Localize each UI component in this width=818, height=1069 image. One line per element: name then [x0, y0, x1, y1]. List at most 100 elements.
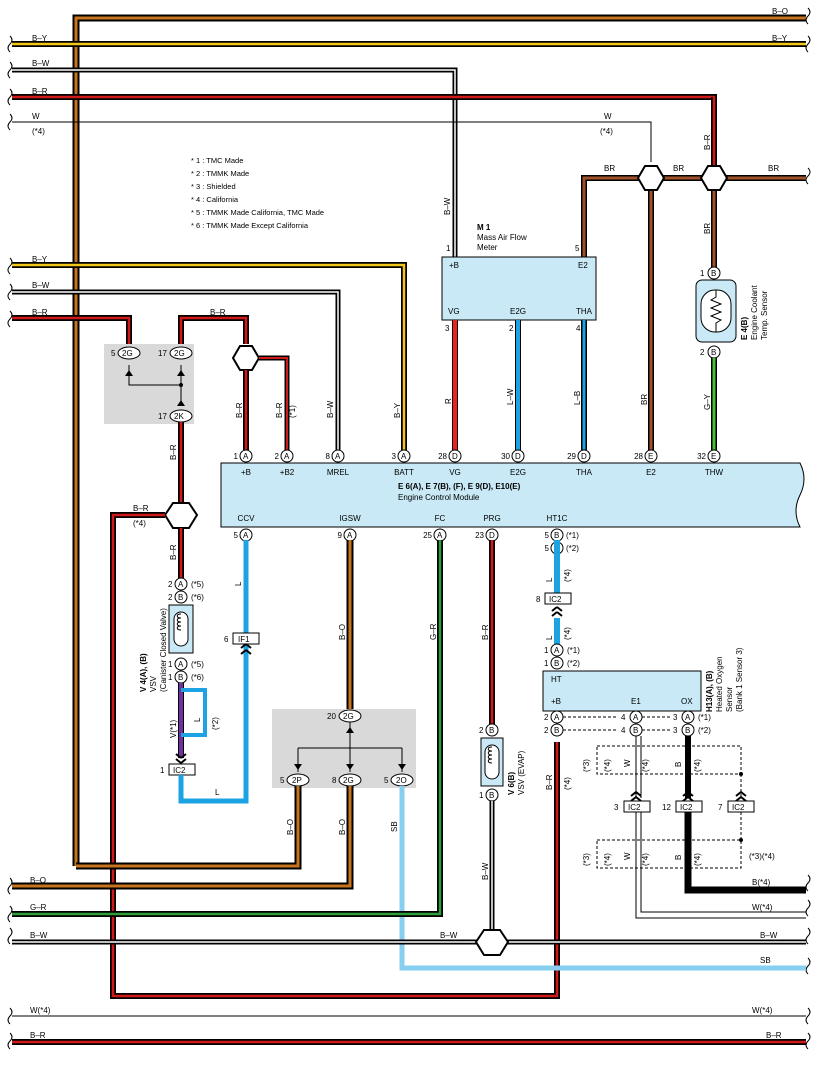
wire-label-bw-mrel: B–W	[326, 400, 335, 418]
svg-text:4: 4	[621, 726, 626, 735]
note-6: * 6 : TMMK Made Except California	[191, 221, 309, 230]
svg-text:IGSW: IGSW	[339, 514, 361, 523]
wire-label-l-bottom: L	[215, 788, 220, 797]
svg-text:B: B	[674, 855, 683, 860]
wire-label-bo-igsw: B–O	[338, 624, 347, 640]
wire-label-br-e2: BR	[640, 394, 649, 405]
svg-text:B: B	[554, 726, 559, 735]
hos-name-2: Sensor	[725, 686, 734, 712]
bus-label-bw-mid: B–W	[32, 281, 50, 290]
wire-label-by-batt: B–Y	[393, 402, 402, 418]
svg-text:8: 8	[326, 452, 331, 461]
svg-text:B: B	[685, 726, 690, 735]
hos-box	[542, 670, 702, 712]
svg-text:2: 2	[479, 726, 484, 735]
svg-text:2: 2	[275, 452, 280, 461]
svg-text:A: A	[437, 531, 443, 540]
svg-text:CCV: CCV	[238, 514, 256, 523]
wire-label-br-1: BR	[604, 164, 615, 173]
svg-text:2G: 2G	[174, 349, 185, 358]
notes-legend: * 1 : TMC Made * 2 : TMMK Made * 3 : Shi…	[191, 156, 324, 230]
shield-box-bottom	[596, 839, 742, 869]
ecm-top-pins: A1+BA2+B2A8MRELA3BATTD28VGD30E2GD29THAE2…	[234, 449, 724, 477]
vsv-ccv-pin-a-top	[174, 577, 188, 591]
svg-text:IC2: IC2	[732, 803, 745, 812]
svg-text:A: A	[178, 580, 184, 589]
svg-text:A: A	[243, 531, 249, 540]
svg-text:2P: 2P	[292, 776, 302, 785]
svg-text:2G: 2G	[122, 349, 133, 358]
ecm-pin-bottom-5: F5(*2)	[545, 541, 579, 555]
svg-text:B: B	[633, 726, 638, 735]
wire-label-br-top: B–R	[703, 134, 712, 150]
maf-pin-e2: E2	[578, 261, 588, 270]
wire-label-br-2k: B–R	[169, 444, 178, 460]
svg-text:D: D	[489, 531, 495, 540]
svg-text:17: 17	[158, 412, 167, 421]
wire-label-star4-ht1c: (*4)	[563, 569, 572, 582]
svg-text:B: B	[711, 269, 716, 278]
svg-text:(*4): (*4)	[641, 759, 650, 772]
wire-label-l-star2: L	[193, 717, 202, 722]
maf-n3: 3	[445, 324, 450, 333]
svg-text:(*6): (*6)	[191, 673, 204, 682]
wire-label-sb: SB	[390, 821, 399, 832]
bus-label-w-left: W	[32, 112, 40, 121]
ecm-pin-b: A1+B	[234, 449, 253, 477]
svg-text:A: A	[401, 452, 407, 461]
splice-br-2	[699, 165, 729, 191]
wire-label-lw: L–W	[506, 388, 515, 405]
svg-text:+B: +B	[241, 468, 251, 477]
svg-text:(*5): (*5)	[191, 580, 204, 589]
svg-text:4: 4	[621, 713, 626, 722]
svg-text:3: 3	[392, 452, 397, 461]
wire-label-br-loop: B–R	[133, 504, 149, 513]
note-5: * 5 : TMMK Made California, TMC Made	[191, 208, 324, 217]
svg-text:A: A	[554, 713, 560, 722]
svg-text:2: 2	[700, 348, 705, 357]
wire-label-l-hos: L	[545, 635, 554, 640]
wire-label-br-plusb2: B–R	[275, 402, 284, 418]
svg-text:6: 6	[224, 635, 229, 644]
vsv-ccv-name-1: VSV	[149, 675, 158, 692]
svg-text:1: 1	[234, 452, 239, 461]
svg-text:2G: 2G	[343, 712, 354, 721]
svg-text:IC2: IC2	[173, 766, 186, 775]
svg-text:D: D	[581, 452, 587, 461]
wire-label-br-ect: BR	[703, 223, 712, 234]
wire-label-star4-loop: (*4)	[133, 519, 146, 528]
svg-text:IC2: IC2	[628, 803, 641, 812]
svg-text:28: 28	[438, 452, 447, 461]
hos-pins: A2 B2 A4 B4 A3(*1) B3(*2)	[544, 710, 711, 737]
svg-text:32: 32	[697, 452, 706, 461]
vsv-ccv-id: V 4(A), (B)	[139, 653, 148, 692]
svg-text:(*4): (*4)	[693, 853, 702, 866]
svg-text:20: 20	[327, 712, 336, 721]
svg-text:B: B	[489, 726, 494, 735]
bus-label-b-star4: B(*4)	[752, 878, 771, 887]
svg-text:VG: VG	[449, 468, 461, 477]
svg-text:E: E	[648, 452, 653, 461]
maf-pin-e2g: E2G	[510, 307, 526, 316]
svg-text:(*3): (*3)	[582, 853, 591, 866]
maf-name-1: Mass Air Flow	[477, 233, 527, 242]
wire-label-br-2: BR	[673, 164, 684, 173]
svg-text:(*3): (*3)	[582, 759, 591, 772]
splice-br-1	[636, 165, 666, 191]
ect-pin-1	[707, 266, 721, 280]
maf-id: M 1	[477, 223, 491, 232]
svg-text:1: 1	[700, 269, 705, 278]
svg-text:+B: +B	[551, 697, 561, 706]
svg-text:(*4): (*4)	[641, 853, 650, 866]
svg-text:5: 5	[234, 531, 239, 540]
hos-id: H13(A), (B)	[705, 670, 714, 712]
svg-text:(*4): (*4)	[603, 853, 612, 866]
svg-text:B: B	[178, 593, 183, 602]
